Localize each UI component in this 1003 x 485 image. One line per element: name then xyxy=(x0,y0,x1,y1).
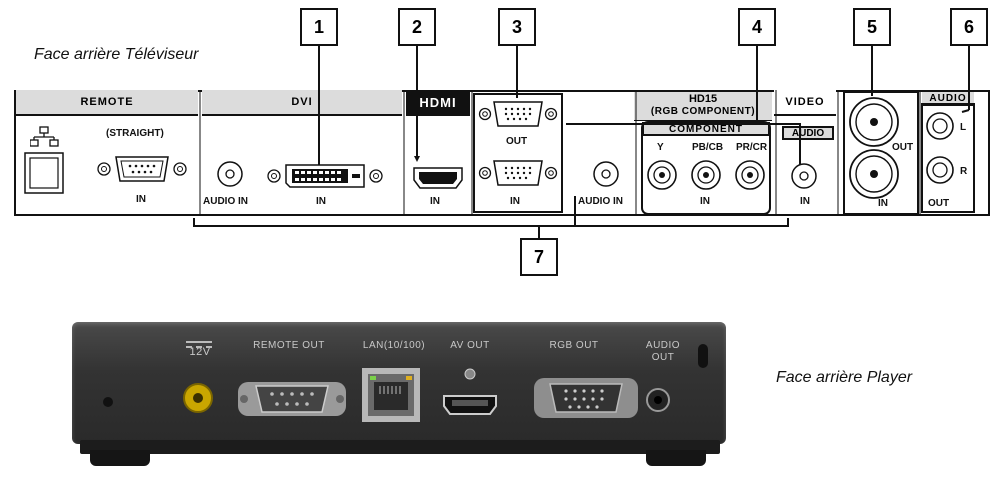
callout-6: 6 xyxy=(950,8,988,46)
label-rgb-out: OUT xyxy=(506,136,528,147)
player-foot-left xyxy=(90,450,150,466)
label-hdmi-in: IN xyxy=(430,196,440,207)
label-remote-out: REMOTE OUT xyxy=(253,340,325,351)
player-caption: Face arrière Player xyxy=(776,369,913,386)
label-dc-12v: 12V xyxy=(189,346,211,358)
label-audio-out: OUT xyxy=(928,198,950,209)
label-rgb-in: IN xyxy=(510,196,520,207)
label-audio-out-player-1: AUDIO xyxy=(645,340,681,351)
label-bnc-out: OUT xyxy=(892,142,914,153)
dvi-port-icon xyxy=(267,164,383,188)
label-comp-pr: PR/CR xyxy=(736,142,768,153)
hd15-title: HD15 xyxy=(688,93,718,105)
label-audio-in-rgb: AUDIO IN xyxy=(578,196,623,207)
video-audio-jack-icon xyxy=(791,163,817,189)
hd15-subtitle: (RGB COMPONENT) xyxy=(650,106,756,117)
label-audio-l: L xyxy=(960,122,967,133)
audio-lr-jacks-icon xyxy=(926,112,954,184)
tv-panel-lines xyxy=(193,46,975,238)
player-bottom-plate xyxy=(80,440,720,454)
label-audio-out-player-2: OUT xyxy=(651,352,675,363)
callout-7: 7 xyxy=(520,238,558,276)
section-dvi: DVI xyxy=(202,90,402,116)
network-icon xyxy=(30,126,59,147)
tv-caption: Face arrière Téléviseur xyxy=(34,46,199,63)
label-bnc-in: IN xyxy=(878,198,888,209)
section-video: VIDEO xyxy=(774,90,836,116)
label-straight: (STRAIGHT) xyxy=(106,128,164,139)
label-rgb-out-player: RGB OUT xyxy=(549,340,599,351)
section-audio-small: AUDIO xyxy=(782,126,834,140)
callout-2: 2 xyxy=(398,8,436,46)
hdmi-port-icon xyxy=(413,156,463,189)
player-foot-right xyxy=(646,450,706,466)
section-remote: REMOTE xyxy=(16,90,198,116)
label-audio-in-dvi: AUDIO IN xyxy=(203,196,248,207)
label-remote-in: IN xyxy=(136,194,146,205)
label-av-out: AV OUT xyxy=(450,340,490,351)
audio-in-jack-rgb-icon xyxy=(593,161,619,187)
callout-3: 3 xyxy=(498,8,536,46)
callout-1: 1 xyxy=(300,8,338,46)
player-ports-icon xyxy=(103,341,708,422)
audio-in-jack-dvi-icon xyxy=(217,161,243,187)
bnc-connectors-icon xyxy=(849,97,899,199)
label-comp-y: Y xyxy=(657,142,664,153)
callout-4: 4 xyxy=(738,8,776,46)
remote-serial-port-icon xyxy=(97,156,187,182)
lan-port-icon xyxy=(24,152,64,194)
label-lan: LAN(10/100) xyxy=(362,340,426,351)
label-comp-in: IN xyxy=(700,196,710,207)
hd15-header: HD15 (RGB COMPONENT) xyxy=(634,92,772,121)
label-dvi-in: IN xyxy=(316,196,326,207)
label-audio-r: R xyxy=(960,166,968,177)
label-comp-pb: PB/CB xyxy=(692,142,724,153)
label-video-audio-in: IN xyxy=(800,196,810,207)
component-jacks-icon xyxy=(647,160,765,190)
rgb-in-port-icon xyxy=(478,160,558,186)
rgb-out-port-icon xyxy=(478,101,558,127)
callout-5: 5 xyxy=(853,8,891,46)
